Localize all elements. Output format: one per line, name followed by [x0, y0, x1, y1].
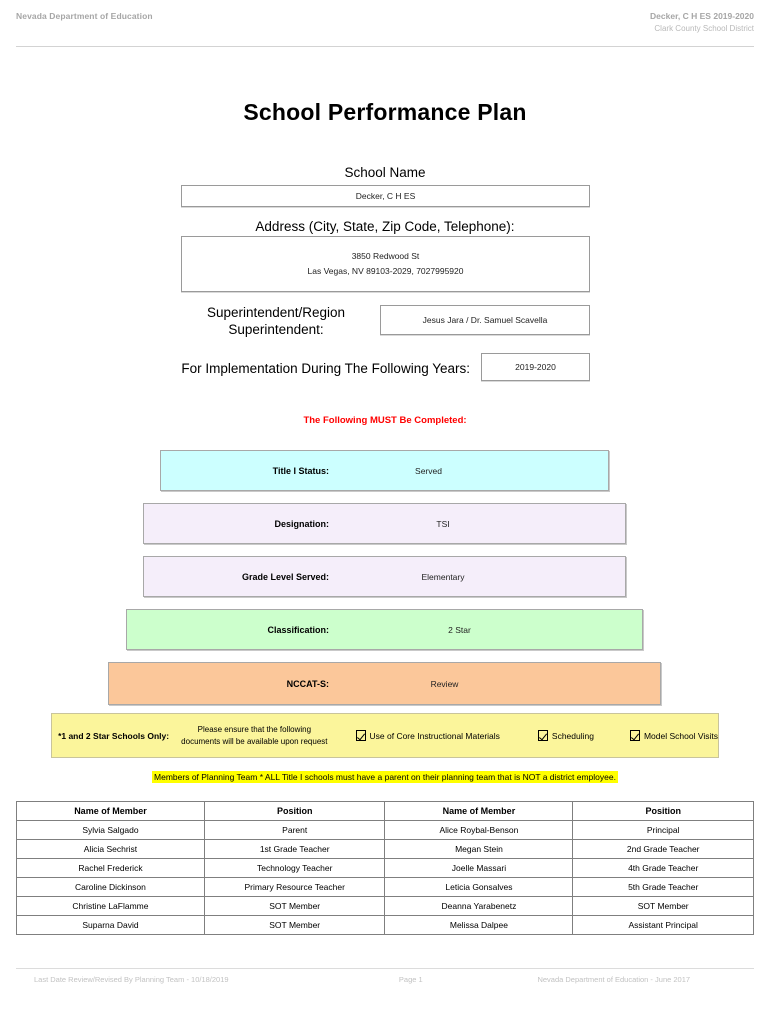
- member-name[interactable]: Rachel Frederick: [16, 858, 205, 878]
- header-school-year: Decker, C H ES 2019-2020: [650, 11, 754, 21]
- status-bar-nccat-s[interactable]: NCCAT-S: Review: [108, 662, 661, 705]
- address-line-1: 3850 Redwood St: [351, 251, 420, 261]
- table-header-row: Name of Member Position Name of Member P…: [16, 801, 754, 821]
- table-row: Christine LaFlamme SOT Member Deanna Yar…: [16, 896, 754, 916]
- table-row: Rachel Frederick Technology Teacher Joel…: [16, 858, 754, 878]
- check-icon[interactable]: [355, 730, 366, 741]
- member-name[interactable]: Melissa Dalpee: [384, 915, 574, 935]
- must-complete-notice: The Following MUST Be Completed:: [303, 415, 467, 426]
- check-icon[interactable]: [537, 730, 548, 741]
- member-position[interactable]: Principal: [572, 820, 754, 840]
- member-position[interactable]: 2nd Grade Teacher: [572, 839, 754, 859]
- checkbox-core-instructional-materials[interactable]: Use of Core Instructional Materials: [355, 730, 500, 741]
- status-bar-designation-label: Designation:: [274, 518, 329, 529]
- checkbox-scheduling[interactable]: Scheduling: [537, 730, 594, 741]
- page-header: Nevada Department of Education Decker, C…: [0, 10, 770, 35]
- superintendent-value: Jesus Jara / Dr. Samuel Scavella: [422, 314, 548, 325]
- header-district: Clark County School District: [654, 24, 754, 33]
- status-bar-title-i-label: Title I Status:: [272, 465, 329, 476]
- status-bar-classification-label: Classification:: [267, 624, 329, 635]
- school-name-value: Decker, C H ES: [355, 190, 416, 201]
- member-position[interactable]: 1st Grade Teacher: [203, 839, 386, 859]
- required-documents-row: *1 and 2 Star Schools Only: Please ensur…: [51, 713, 719, 758]
- member-name[interactable]: Alice Roybal-Benson: [384, 820, 574, 840]
- status-bar-grade-level[interactable]: Grade Level Served: Elementary: [143, 556, 626, 597]
- header-agency-name: Nevada Department of Education: [16, 11, 153, 21]
- member-name[interactable]: Joelle Massari: [384, 858, 574, 878]
- member-position[interactable]: 4th Grade Teacher: [572, 858, 754, 878]
- column-header-position-1: Position: [203, 801, 386, 821]
- table-row: Caroline Dickinson Primary Resource Teac…: [16, 877, 754, 897]
- status-bar-grade-level-label: Grade Level Served:: [241, 571, 329, 582]
- member-name[interactable]: Sylvia Salgado: [16, 820, 205, 840]
- member-position[interactable]: Primary Resource Teacher: [203, 877, 386, 897]
- documents-note-line-1: Please ensure that the following: [197, 724, 312, 734]
- address-line-2: Las Vegas, NV 89103-2029, 7027995920: [307, 266, 464, 276]
- planning-team-note-text: Members of Planning Team * ALL Title I s…: [152, 771, 618, 783]
- member-name[interactable]: Caroline Dickinson: [16, 877, 205, 897]
- member-position[interactable]: SOT Member: [203, 896, 386, 916]
- column-header-name-1: Name of Member: [16, 801, 205, 821]
- star-schools-label: *1 and 2 Star Schools Only:: [58, 730, 170, 741]
- member-position[interactable]: Technology Teacher: [203, 858, 386, 878]
- status-bar-classification-value: 2 Star: [448, 624, 471, 635]
- status-bar-designation[interactable]: Designation: TSI: [143, 503, 626, 544]
- member-name[interactable]: Alicia Sechrist: [16, 839, 205, 859]
- school-name-label: School Name: [344, 165, 426, 180]
- status-bar-classification[interactable]: Classification: 2 Star: [126, 609, 643, 650]
- implementation-years-label: For Implementation During The Following …: [181, 361, 470, 376]
- status-bar-nccat-s-value: Review: [430, 678, 459, 689]
- checkbox-scheduling-label: Scheduling: [551, 730, 594, 741]
- member-name[interactable]: Megan Stein: [384, 839, 574, 859]
- status-bar-title-i-value: Served: [415, 465, 442, 476]
- table-row: Sylvia Salgado Parent Alice Roybal-Benso…: [16, 820, 754, 840]
- header-school-info: Decker, C H ES 2019-2020 Clark County Sc…: [650, 10, 754, 35]
- column-header-position-2: Position: [572, 801, 754, 821]
- school-name-field[interactable]: Decker, C H ES: [181, 185, 590, 207]
- superintendent-field[interactable]: Jesus Jara / Dr. Samuel Scavella: [380, 305, 590, 335]
- check-icon[interactable]: [629, 730, 640, 741]
- checkbox-model-school-visits-label: Model School Visits: [643, 730, 718, 741]
- address-label: Address (City, State, Zip Code, Telephon…: [255, 219, 515, 234]
- column-header-name-2: Name of Member: [384, 801, 574, 821]
- footer-page-number: Page 1: [398, 975, 423, 984]
- table-row: Suparna David SOT Member Melissa Dalpee …: [16, 915, 754, 935]
- header-divider: [16, 46, 754, 47]
- planning-team-note: Members of Planning Team * ALL Title I s…: [0, 767, 770, 785]
- implementation-years-field[interactable]: 2019-2020: [481, 353, 590, 381]
- implementation-years-value: 2019-2020: [515, 361, 556, 372]
- superintendent-label: Superintendent/Region Superintendent:: [206, 305, 346, 337]
- footer-source: Nevada Department of Education - June 20…: [537, 975, 691, 984]
- address-field[interactable]: 3850 Redwood St Las Vegas, NV 89103-2029…: [181, 236, 590, 292]
- member-position[interactable]: 5th Grade Teacher: [572, 877, 754, 897]
- checkbox-core-instructional-materials-label: Use of Core Instructional Materials: [369, 730, 500, 741]
- table-row: Alicia Sechrist 1st Grade Teacher Megan …: [16, 839, 754, 859]
- status-bar-title-i[interactable]: Title I Status: Served: [160, 450, 609, 491]
- member-name[interactable]: Deanna Yarabenetz: [384, 896, 574, 916]
- footer-last-revised: Last Date Review/Revised By Planning Tea…: [34, 975, 229, 984]
- member-position[interactable]: Parent: [203, 820, 386, 840]
- documents-note-line-2: documents will be available upon request: [181, 736, 328, 746]
- page-footer: Last Date Review/Revised By Planning Tea…: [16, 975, 754, 984]
- status-bar-designation-value: TSI: [436, 518, 450, 529]
- status-bar-grade-level-value: Elementary: [421, 571, 465, 582]
- page-title: School Performance Plan: [243, 99, 527, 125]
- documents-note: Please ensure that the following documen…: [175, 724, 333, 748]
- member-position[interactable]: SOT Member: [203, 915, 386, 935]
- member-position[interactable]: Assistant Principal: [572, 915, 754, 935]
- footer-divider: [16, 968, 754, 969]
- status-bar-nccat-s-label: NCCAT-S:: [286, 678, 329, 689]
- planning-team-table: Name of Member Position Name of Member P…: [16, 801, 754, 935]
- member-position[interactable]: SOT Member: [572, 896, 754, 916]
- member-name[interactable]: Leticia Gonsalves: [384, 877, 574, 897]
- member-name[interactable]: Suparna David: [16, 915, 205, 935]
- checkbox-model-school-visits[interactable]: Model School Visits: [629, 730, 718, 741]
- member-name[interactable]: Christine LaFlamme: [16, 896, 205, 916]
